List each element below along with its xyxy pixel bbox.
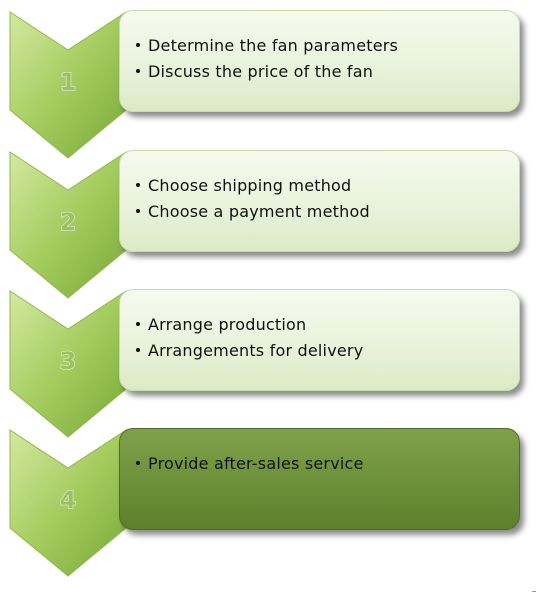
step-2-number: 2 (59, 208, 77, 237)
step-1-number: 1 (59, 68, 77, 97)
step-2-box: Choose shipping method Choose a payment … (119, 150, 520, 252)
step-1: 1 Determine the fan parameters Discuss t… (0, 0, 538, 170)
list-item: Determine the fan parameters (136, 33, 398, 59)
list-item: Choose shipping method (136, 173, 370, 199)
corner-mark (532, 591, 536, 592)
step-3: 3 Arrange production Arrangements for de… (0, 279, 538, 449)
step-3-number: 3 (59, 347, 77, 376)
step-1-box: Determine the fan parameters Discuss the… (119, 10, 520, 112)
list-item: Choose a payment method (136, 199, 370, 225)
bullet-icon (136, 182, 140, 187)
bullet-icon (136, 68, 140, 73)
bullet-icon (136, 347, 140, 352)
step-4-number: 4 (59, 486, 77, 515)
step-4-list: Provide after-sales service (136, 451, 364, 477)
bullet-icon (136, 321, 140, 326)
step-1-list: Determine the fan parameters Discuss the… (136, 33, 398, 85)
step-3-list: Arrange production Arrangements for deli… (136, 312, 363, 364)
step-2-list: Choose shipping method Choose a payment … (136, 173, 370, 225)
step-3-box: Arrange production Arrangements for deli… (119, 289, 520, 391)
list-item: Discuss the price of the fan (136, 59, 398, 85)
list-item: Provide after-sales service (136, 451, 364, 477)
bullet-icon (136, 460, 140, 465)
bullet-icon (136, 208, 140, 213)
step-4-box: Provide after-sales service (119, 428, 520, 530)
list-item: Arrange production (136, 312, 363, 338)
step-4: 4 Provide after-sales service (0, 418, 538, 588)
step-2: 2 Choose shipping method Choose a paymen… (0, 140, 538, 310)
bullet-icon (136, 42, 140, 47)
list-item: Arrangements for delivery (136, 338, 363, 364)
